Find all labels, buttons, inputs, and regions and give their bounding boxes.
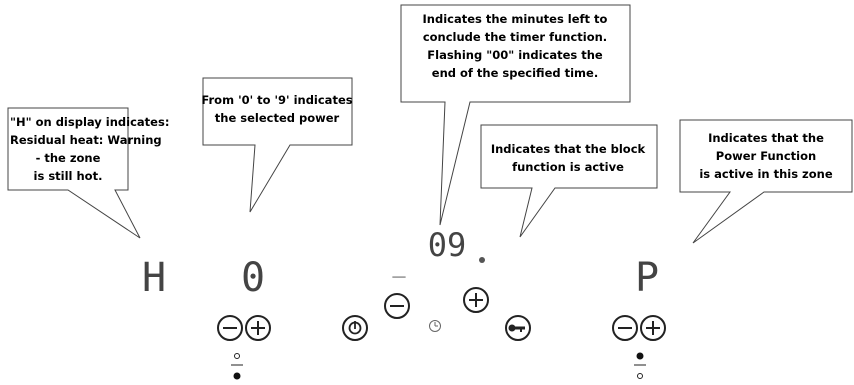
timer-plus-button[interactable] bbox=[463, 287, 489, 313]
svg-text:Flashing "00" indicates the: Flashing "00" indicates the bbox=[427, 48, 603, 62]
callout-power-level: From '0' to '9' indicates the selected p… bbox=[201, 77, 353, 213]
display-timer-minutes: 09 bbox=[428, 226, 467, 264]
svg-text:Residual heat: Warning: Residual heat: Warning bbox=[10, 133, 162, 147]
left-zone-indicator-icon bbox=[231, 353, 243, 380]
svg-text:is active in this zone: is active in this zone bbox=[699, 167, 832, 181]
svg-text:From '0' to '9' indicates: From '0' to '9' indicates bbox=[201, 93, 352, 107]
svg-text:function is active: function is active bbox=[512, 160, 624, 174]
svg-text:"H" on display indicates:: "H" on display indicates: bbox=[10, 115, 169, 129]
callout-residual-heat-line3: - the zone bbox=[36, 151, 101, 165]
on-off-button[interactable] bbox=[342, 315, 368, 341]
left-zone-controls bbox=[217, 315, 271, 380]
svg-text:Power Function: Power Function bbox=[716, 149, 816, 163]
display-residual-heat-h: H bbox=[142, 255, 166, 301]
clock-icon bbox=[429, 320, 441, 332]
svg-text:Indicates the minutes left to: Indicates the minutes left to bbox=[423, 12, 608, 26]
right-zone-indicator-icon bbox=[634, 352, 646, 379]
callout-power-function: Indicates that the Power Function is act… bbox=[679, 119, 853, 244]
svg-text:Indicates that the: Indicates that the bbox=[708, 131, 824, 145]
callout-power-level-line1: From '0' to '9' indicates bbox=[201, 93, 352, 107]
timer-icon bbox=[429, 320, 441, 332]
center-controls bbox=[342, 287, 531, 341]
callout-block-line1: Indicates that the block bbox=[491, 142, 646, 156]
left-zone-minus-button[interactable] bbox=[217, 315, 243, 341]
right-zone-controls bbox=[612, 315, 666, 379]
right-zone-plus-button[interactable] bbox=[640, 315, 666, 341]
display-power-level: 0 bbox=[241, 255, 265, 301]
right-zone-minus-button[interactable] bbox=[612, 315, 638, 341]
callout-timer-line1: Indicates the minutes left to bbox=[423, 12, 608, 26]
callout-timer-line2: conclude the timer function. bbox=[423, 30, 607, 44]
svg-text:conclude the timer function.: conclude the timer function. bbox=[423, 30, 607, 44]
left-zone-plus-button[interactable] bbox=[245, 315, 271, 341]
timer-minus-button[interactable] bbox=[384, 293, 410, 319]
callout-power-function-line1: Indicates that the bbox=[708, 131, 824, 145]
display-timer-minus-line: _ bbox=[392, 253, 406, 278]
callout-residual-heat-line1: "H" on display indicates: bbox=[10, 115, 169, 129]
svg-text:end of the specified time.: end of the specified time. bbox=[432, 66, 598, 80]
callout-timer-line3: Flashing "00" indicates the bbox=[427, 48, 603, 62]
callout-residual-heat: "H" on display indicates: Residual heat:… bbox=[7, 107, 169, 239]
svg-text:Indicates that the block: Indicates that the block bbox=[491, 142, 646, 156]
callout-residual-heat-line2: Residual heat: Warning bbox=[10, 133, 162, 147]
callout-timer: Indicates the minutes left to conclude t… bbox=[400, 4, 631, 226]
callout-block-function: Indicates that the block function is act… bbox=[480, 124, 658, 238]
callout-power-function-line2: Power Function bbox=[716, 149, 816, 163]
callout-power-function-line3: is active in this zone bbox=[699, 167, 832, 181]
key-icon bbox=[508, 324, 516, 332]
display-power-function-p: P bbox=[635, 255, 659, 301]
svg-text:is still hot.: is still hot. bbox=[34, 169, 103, 183]
svg-text:the selected power: the selected power bbox=[215, 111, 340, 125]
lock-button[interactable] bbox=[505, 315, 531, 341]
callout-block-line2: function is active bbox=[512, 160, 624, 174]
callout-power-level-line2: the selected power bbox=[215, 111, 340, 125]
callout-residual-heat-line4: is still hot. bbox=[34, 169, 103, 183]
callout-timer-line4: end of the specified time. bbox=[432, 66, 598, 80]
display-timer-dot bbox=[479, 257, 485, 263]
svg-text:- the zone: - the zone bbox=[36, 151, 101, 165]
